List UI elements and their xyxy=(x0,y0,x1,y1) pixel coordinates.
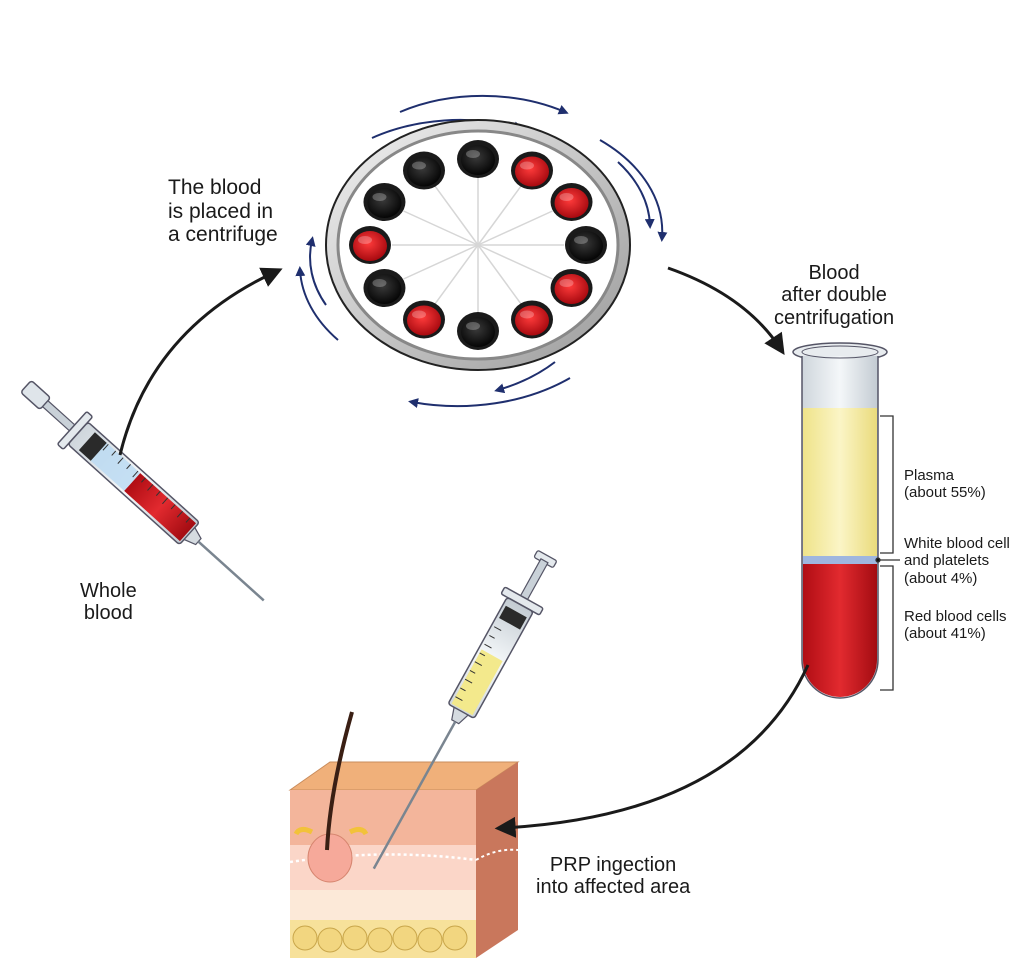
centrifuge xyxy=(295,94,668,409)
arrow-centrifuge-to-tube xyxy=(667,266,785,356)
centrifuge-slot-red xyxy=(511,300,553,339)
label-centrifuge: The blood is placed in a centrifuge xyxy=(168,176,278,247)
centrifuge-slot-black xyxy=(363,183,406,221)
spoke xyxy=(477,210,553,246)
centrifuge-slot-red xyxy=(511,151,553,190)
centrifuge-spokes xyxy=(392,177,564,313)
spoke xyxy=(477,244,553,280)
plasma-layer xyxy=(803,408,877,556)
spoke xyxy=(434,185,479,246)
label-prp-injection: PRP ingection into affected area xyxy=(536,854,691,899)
skin-cross-section xyxy=(288,711,520,958)
prp-syringe xyxy=(372,550,557,870)
rotation-arrows xyxy=(295,94,668,409)
red-cell-layer xyxy=(803,564,877,697)
spoke xyxy=(477,244,522,305)
centrifuge-slots xyxy=(349,140,607,350)
buffy-coat-layer xyxy=(803,556,877,564)
label-buffy-coat: White blood cell and platelets (about 4%… xyxy=(904,535,1010,587)
centrifuge-slot-red xyxy=(550,269,593,307)
centrifuge-slot-red xyxy=(403,300,445,339)
centrifuge-slot-red xyxy=(550,183,593,221)
arrow-syringe-to-centrifuge xyxy=(118,267,283,456)
centrifuge-slot-red xyxy=(349,226,391,264)
centrifuge-slot-black xyxy=(403,151,445,190)
test-tube xyxy=(792,342,888,699)
centrifuge-slot-black xyxy=(457,140,499,178)
whole-blood-syringe xyxy=(21,380,265,602)
label-plasma: Plasma (about 55%) xyxy=(904,467,986,502)
centrifuge-slot-black xyxy=(457,312,499,350)
centrifuge-slot-black xyxy=(363,269,406,307)
spoke xyxy=(434,244,479,305)
label-red-cells: Red blood cells (about 41%) xyxy=(904,608,1007,643)
spoke xyxy=(403,244,479,280)
process-arrows xyxy=(118,266,810,838)
centrifuge-slot-black xyxy=(565,226,607,264)
label-whole-blood: Whole blood xyxy=(80,580,137,625)
layer-brackets xyxy=(875,415,900,691)
spoke xyxy=(477,185,522,246)
label-after-centrifugation: Blood after double centrifugation xyxy=(774,262,895,329)
arrow-tube-to-skin xyxy=(494,664,810,838)
spoke xyxy=(403,210,479,246)
